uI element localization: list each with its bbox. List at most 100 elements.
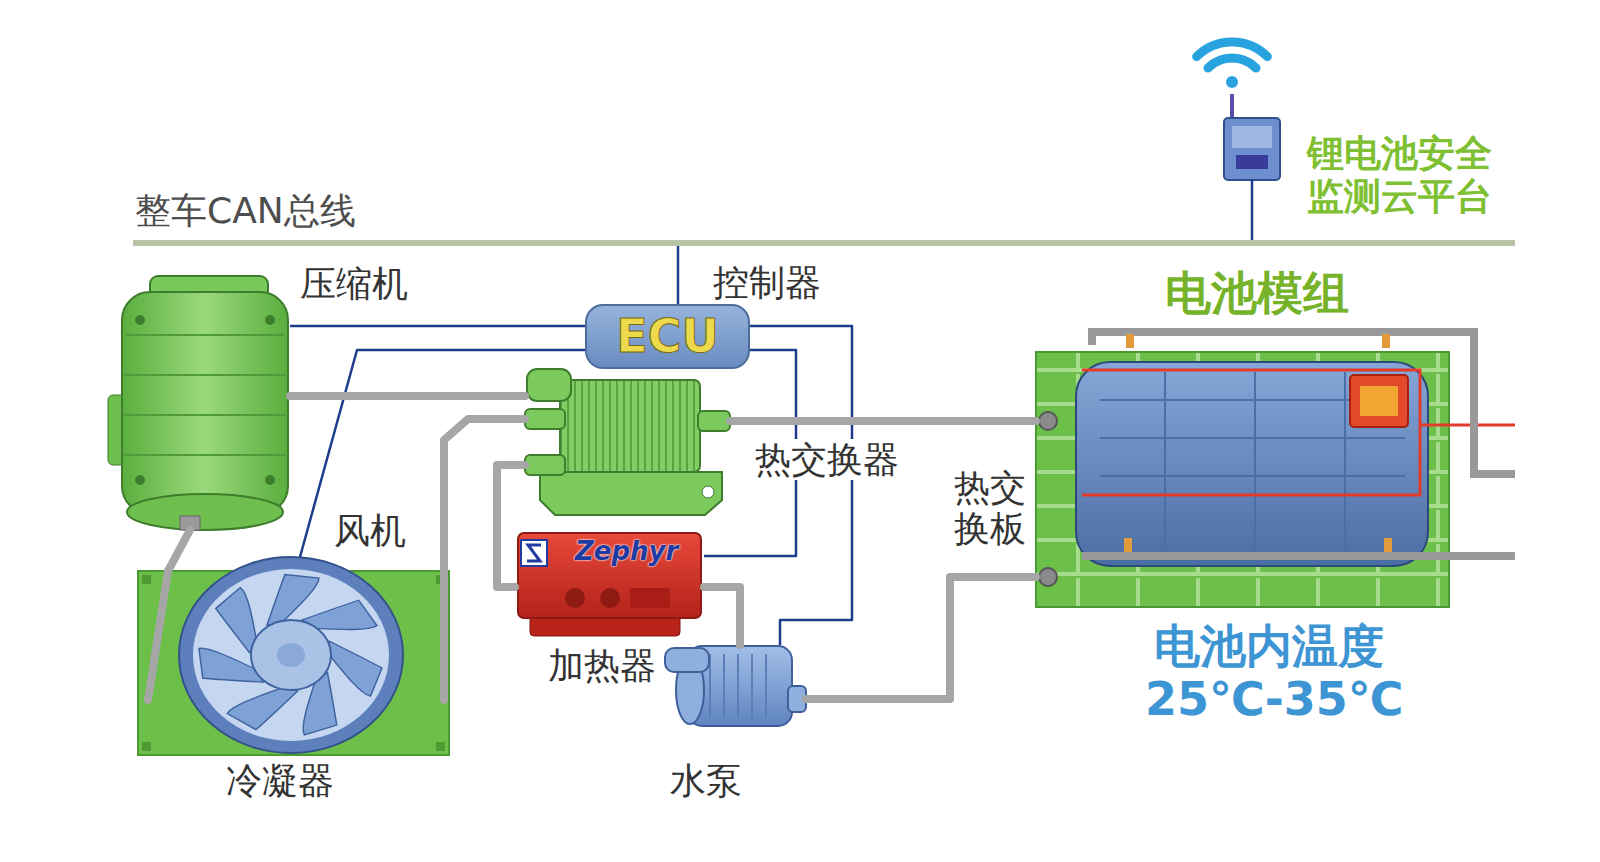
pump-illustration — [665, 646, 806, 726]
hx-port — [698, 411, 730, 431]
fan-hub — [251, 620, 331, 690]
pipe — [1092, 332, 1515, 474]
fan: 风机 — [179, 557, 403, 753]
fan-disc — [193, 569, 389, 741]
heater-logo-mark — [527, 545, 541, 561]
heater-logo — [521, 540, 547, 566]
component-label: 电池模组 — [1163, 267, 1351, 320]
battery-seam — [1254, 372, 1256, 550]
coolant-pipe — [444, 419, 525, 571]
cloud-device — [1197, 42, 1280, 180]
hx-core — [560, 380, 700, 472]
compressor: 压缩机 — [120, 275, 290, 530]
component-label: 热交换器 — [753, 439, 901, 480]
compressor-body — [122, 292, 288, 514]
coolant-pipe — [168, 530, 190, 571]
detector — [1350, 375, 1408, 427]
hx-bracket — [540, 472, 722, 515]
ecu-box: 控制器ECU — [585, 304, 750, 369]
heat-exchanger: 热交换器 — [525, 369, 730, 515]
battery-ridge — [1100, 437, 1405, 439]
compressor-rib — [126, 334, 284, 336]
compressor-rib — [124, 374, 286, 376]
nozzle — [1126, 334, 1134, 348]
heater-socket — [600, 588, 620, 608]
component-label: 控制器 — [711, 262, 823, 303]
coolant-pipe — [290, 392, 525, 400]
battery-illustration — [1036, 332, 1515, 607]
signal-wire — [677, 246, 680, 304]
nozzle — [1382, 334, 1390, 348]
bolt — [265, 315, 275, 325]
cloud-monitor: 锂电池安全 监测云平台 — [1224, 118, 1280, 180]
pump-rib — [737, 654, 739, 718]
pipe — [440, 571, 448, 700]
component-text: 电池内温度 25℃-35℃ — [1143, 620, 1395, 726]
heater-socket — [630, 588, 670, 608]
condenser: 风机冷凝器 — [138, 571, 449, 755]
hx-port — [527, 369, 571, 401]
pipe-fitting — [1039, 412, 1057, 430]
hx-hole — [702, 486, 714, 498]
battery-body — [1076, 362, 1428, 566]
bolt — [265, 475, 275, 485]
corner — [142, 575, 151, 584]
heater-body — [518, 533, 701, 618]
coolant-pipe — [497, 465, 525, 587]
heat-exchanger-illustration — [525, 369, 730, 515]
hx-port — [525, 409, 565, 429]
heat-exchange-plate: 电池模组电池内温度 25℃-35℃热交 换板 — [1036, 352, 1449, 607]
device-plate — [1232, 126, 1272, 148]
condenser-illustration — [138, 557, 449, 755]
component-label: 压缩机 — [298, 263, 410, 304]
signal-wire — [750, 326, 852, 645]
battery-seam — [1344, 372, 1346, 550]
compressor-rib — [124, 454, 286, 456]
corner — [142, 742, 151, 751]
heater-socket — [565, 588, 585, 608]
compressor-illustration — [108, 276, 288, 530]
compressor-cap — [127, 494, 283, 530]
corner — [436, 742, 445, 751]
battery-module: 电池模组电池内温度 25℃-35℃ — [1076, 362, 1428, 566]
device-box — [1224, 118, 1280, 180]
battery-seam — [1164, 372, 1166, 550]
water-pump: 水泵 — [663, 645, 806, 730]
component-label: 水泵 — [668, 760, 744, 801]
coolant-pipe — [704, 587, 740, 645]
nozzle — [1384, 538, 1392, 552]
bolt — [135, 315, 145, 325]
heater: 加热器Zephyr — [515, 531, 704, 638]
nozzle — [1124, 538, 1132, 552]
pipe — [1082, 552, 1515, 560]
hx-port — [525, 455, 565, 475]
antenna — [1230, 94, 1234, 120]
bolt — [135, 475, 145, 485]
pump-rib — [751, 654, 753, 718]
component-label: 风机 — [332, 510, 408, 551]
pump-rib — [765, 654, 767, 718]
fan-ring — [179, 557, 403, 753]
component-label: 热交 换板 — [952, 467, 1032, 550]
component-text: ECU — [616, 310, 719, 363]
battery-ridge — [1100, 475, 1405, 477]
signal-wire — [290, 325, 585, 328]
compressor-rib — [124, 414, 286, 416]
component-label: 冷凝器 — [224, 760, 336, 801]
heat-plate — [1036, 352, 1449, 607]
component-label: 整车CAN总线 — [133, 190, 358, 231]
coolant-pipe — [730, 417, 1036, 425]
fan-hub-center — [277, 643, 305, 667]
heating-tube — [1420, 424, 1515, 427]
component-text: Zephyr — [573, 537, 680, 567]
heater-illustration — [518, 533, 701, 636]
pump-rib — [723, 654, 725, 718]
device-screen — [1236, 155, 1268, 169]
wifi-dot — [1226, 76, 1238, 88]
pipe — [148, 571, 168, 700]
component-label: 加热器 — [546, 645, 658, 686]
